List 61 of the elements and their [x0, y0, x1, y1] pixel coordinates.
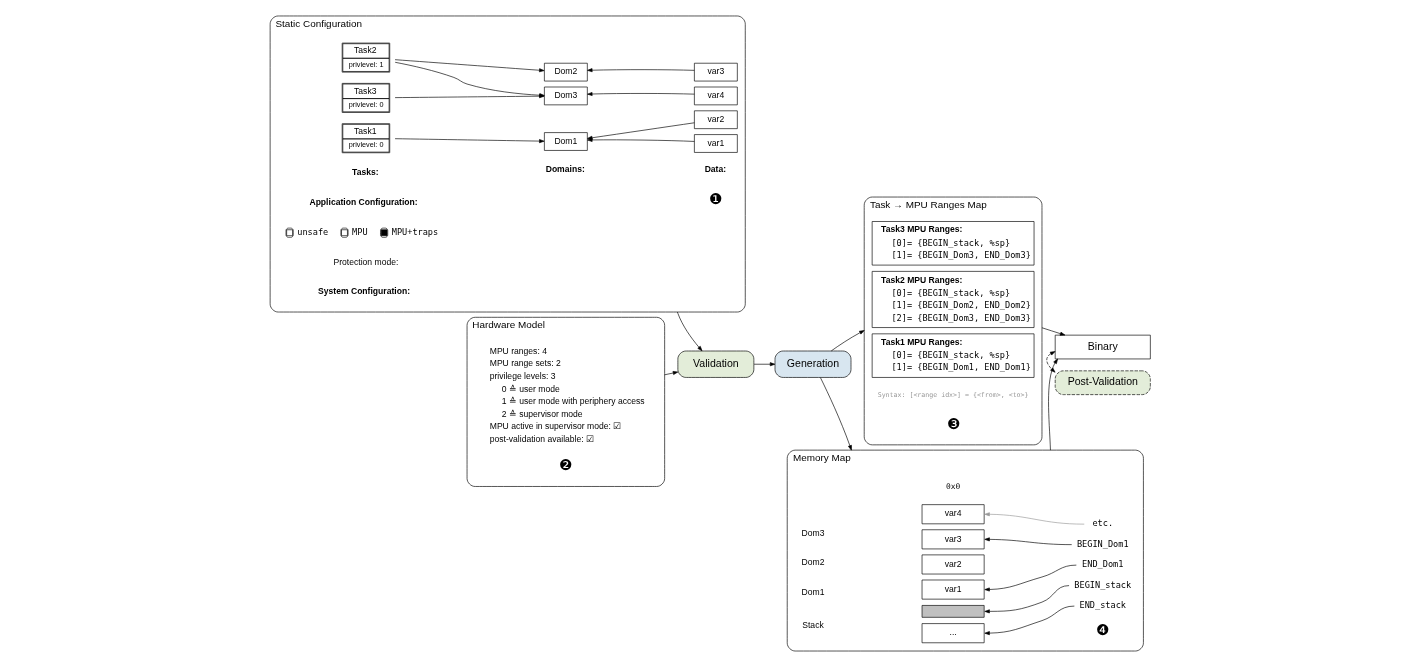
- arrow: [984, 512, 1085, 525]
- arrow: [753, 362, 776, 367]
- node-box: Dom3: [544, 86, 588, 106]
- label: unsafe: [297, 226, 329, 237]
- label: ❶: [709, 191, 723, 208]
- arrow: [587, 122, 695, 140]
- label: ❷: [559, 457, 573, 474]
- node-box: var3: [694, 62, 738, 82]
- node-text: BEGIN_stack: [1074, 579, 1132, 590]
- node-box: var3: [921, 529, 985, 550]
- node-box: var4: [921, 504, 985, 525]
- arrow: [984, 605, 1075, 636]
- node-text: BEGIN_Dom1: [1076, 538, 1129, 549]
- label: ❸: [946, 415, 960, 432]
- label: Stack: [802, 619, 824, 630]
- arrow: [830, 330, 865, 352]
- label: ❹: [1096, 621, 1110, 638]
- arrow: [1041, 327, 1066, 336]
- arrow: [984, 537, 1073, 545]
- arrow: [664, 371, 679, 376]
- label: Dom1: [801, 587, 825, 598]
- label: Protection mode:: [333, 256, 399, 267]
- label: System Configuration:: [318, 285, 411, 296]
- node-box: var4: [694, 86, 738, 106]
- label: Application Configuration:: [309, 196, 418, 207]
- node-box: var2: [921, 554, 985, 575]
- node-box: Dom1: [544, 132, 588, 151]
- node-box: Generation: [774, 350, 852, 378]
- arrow: [677, 311, 703, 352]
- label: Data:: [704, 164, 727, 175]
- label: Tasks:: [352, 166, 379, 177]
- label: Domains:: [545, 164, 585, 175]
- node-box: var1: [921, 579, 985, 600]
- node-box: Post-Validation: [1054, 370, 1151, 395]
- label: Dom2: [801, 557, 825, 568]
- label: MPU+traps: [391, 226, 439, 237]
- arrow: [820, 377, 852, 451]
- node-box: var1: [694, 134, 738, 153]
- arrow: [394, 59, 545, 73]
- node-box: Validation: [677, 350, 755, 378]
- arrow: [587, 92, 695, 96]
- node-box: Task2 MPU Ranges: [0]= {BEGIN_stack, %sp} [1]= {BEGIN_Dom2, END_Dom2} [2]= {BEGIN_Dom3, END_Dom3}: [871, 271, 1035, 328]
- label: Dom3: [801, 527, 825, 538]
- arrow: [587, 138, 695, 142]
- node-box: ...: [921, 623, 985, 644]
- arrow: [984, 585, 1070, 614]
- node-box: [921, 605, 985, 618]
- node-box: var2: [694, 110, 738, 129]
- arrow: [984, 564, 1077, 592]
- node-text: END_stack: [1079, 600, 1127, 611]
- node-text: etc.: [1092, 518, 1114, 529]
- node-text: END_Dom1: [1082, 559, 1124, 570]
- node-box: Binary: [1054, 334, 1151, 360]
- arrow: [1048, 358, 1058, 451]
- arrow: [587, 68, 695, 73]
- node-box: Task1 MPU Ranges: [0]= {BEGIN_stack, %sp} [1]= {BEGIN_Dom1, END_Dom1}: [871, 333, 1035, 378]
- node-box: Task3 MPU Ranges: [0]= {BEGIN_stack, %sp} [1]= {BEGIN_Dom3, END_Dom3}: [871, 221, 1035, 266]
- arrow: [394, 138, 545, 144]
- arrow: [1046, 351, 1056, 373]
- label: MPU: [352, 226, 368, 237]
- node-box: Dom2: [544, 62, 588, 82]
